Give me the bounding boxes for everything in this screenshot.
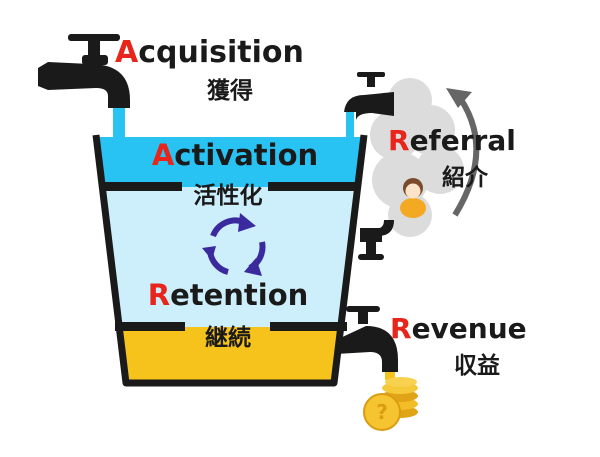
acquisition-label: Acquisition [115,35,304,70]
referral-loop-arrow-icon [446,88,480,217]
revenue-faucet-icon [336,306,398,372]
activation-label: Activation [152,138,318,172]
retention-cycle-arrowheads [202,213,262,276]
coins-icon: ? [363,377,418,431]
svg-text:?: ? [376,400,388,424]
acquisition-jp-label: 獲得 [207,77,253,104]
activation-water [98,137,362,187]
revenue-stream [385,372,395,380]
retention-water [98,187,362,327]
referral-faucet-icon [344,72,394,120]
activation-jp-label: 活性化 [194,182,263,209]
person-icon [400,178,426,218]
retention-jp-label: 継続 [205,324,251,351]
retention-label: Retention [148,278,309,312]
acquisition-faucet-icon [38,34,130,108]
bucket-outline [92,134,368,387]
referral-label: Referral [388,124,516,157]
referral-stream [346,108,354,140]
acquisition-stream [113,105,125,140]
bucket-shelves [100,182,360,331]
revenue-fill [98,327,362,382]
revenue-jp-label: 収益 [454,352,500,379]
revenue-label: Revenue [390,312,527,345]
referral-jp-label: 紹介 [442,164,489,191]
bottom-referral-faucet-icon [358,220,394,260]
